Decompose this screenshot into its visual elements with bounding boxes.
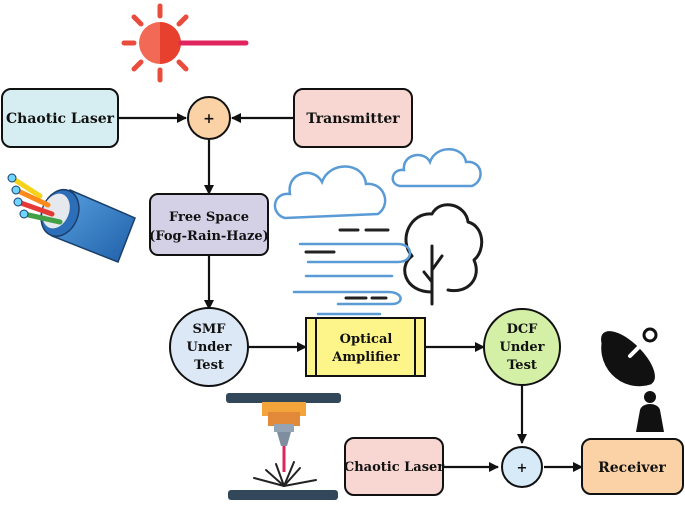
tree-icon: [403, 203, 484, 306]
node-label: SMF: [192, 322, 226, 337]
node-label: Transmitter: [306, 111, 400, 127]
fiber-cable-icon: [7, 173, 136, 263]
node-label: Under: [187, 340, 232, 355]
node-label: Test: [194, 358, 224, 373]
node-chaotic-laser-bottom: Chaotic Laser: [344, 437, 444, 496]
node-chaotic-laser-top: Chaotic Laser: [1, 88, 119, 148]
node-sum-top: +: [187, 96, 231, 140]
node-free-space: Free Space (Fog-Rain-Haze): [149, 193, 269, 256]
node-optical-amplifier: Optical Amplifier: [305, 317, 426, 377]
node-smf-under-test: SMF Under Test: [169, 307, 249, 387]
node-label: Under: [500, 340, 545, 355]
node-label: Amplifier: [331, 350, 400, 365]
node-label: Chaotic Laser: [6, 111, 115, 127]
node-label: Test: [507, 358, 537, 373]
node-sublabel: (Fog-Rain-Haze): [149, 229, 269, 244]
laser-cutter-icon: [226, 393, 341, 500]
sum-symbol: +: [203, 111, 215, 127]
node-label: Optical: [340, 332, 393, 347]
node-receiver: Receiver: [581, 438, 684, 495]
node-label: Free Space: [169, 210, 249, 225]
node-dcf-under-test: DCF Under Test: [483, 308, 561, 386]
cloud-icon: [273, 148, 482, 220]
node-label: Receiver: [598, 460, 666, 476]
sun-laser-icon: [121, 3, 249, 83]
node-label: Chaotic Laser: [344, 460, 444, 475]
node-transmitter: Transmitter: [293, 88, 413, 148]
sum-symbol: +: [517, 461, 528, 476]
wind-icon: [292, 228, 412, 316]
node-sum-bottom: +: [501, 446, 543, 488]
connectors: [118, 113, 583, 472]
node-label: DCF: [507, 322, 539, 337]
satellite-dish-icon: [601, 327, 664, 432]
